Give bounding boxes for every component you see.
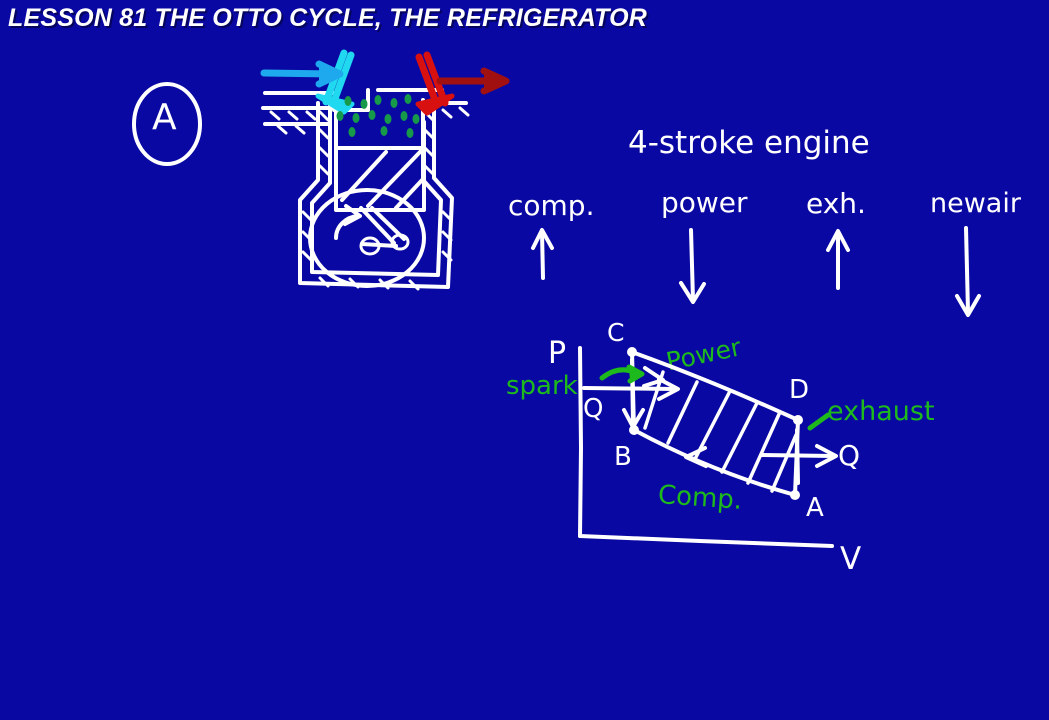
section-badge-a: A xyxy=(152,97,177,138)
line-heat-out-da xyxy=(793,418,800,497)
pv-axis-label-v: V xyxy=(840,541,862,577)
stroke-label-power: power xyxy=(661,186,748,219)
stroke-label-comp: comp. xyxy=(508,189,595,222)
fuel-mixture-droplets xyxy=(336,94,420,138)
pv-state-points xyxy=(627,347,803,500)
cylinder-head xyxy=(261,88,468,126)
exhaust-gas-arrow xyxy=(436,67,510,95)
connecting-rod-outer xyxy=(359,206,396,245)
pv-point-label-d: D xyxy=(789,375,810,405)
engine-block-outline xyxy=(298,98,454,289)
exhaust-valve-head xyxy=(415,93,455,116)
intake-valve xyxy=(322,49,355,108)
process-label-spark: spark xyxy=(506,371,578,401)
piston xyxy=(334,146,426,212)
intake-air-arrow xyxy=(260,60,344,88)
arrow-compression xyxy=(684,446,708,468)
stroke-heading: 4-stroke engine xyxy=(628,125,870,161)
state-point-c xyxy=(627,347,637,357)
pv-point-label-b: B xyxy=(614,442,632,472)
crank-pin xyxy=(390,233,410,251)
exhaust-pointer xyxy=(807,412,831,431)
stroke-label-exh: exh. xyxy=(806,187,866,220)
pv-direction-arrows xyxy=(642,366,708,468)
process-label-comp: Comp. xyxy=(657,480,744,516)
pv-point-label-a: A xyxy=(806,493,824,523)
process-label-power: Power xyxy=(663,332,744,377)
exhaust-valve xyxy=(415,51,449,109)
process-label-exhaust: exhaust xyxy=(827,396,935,427)
stroke-label-newair: newair xyxy=(930,188,1021,219)
pv-loop-hatching xyxy=(643,370,798,493)
arrow-comp-up xyxy=(531,228,554,280)
arrow-power-down xyxy=(679,228,706,304)
pv-axis-label-p: P xyxy=(548,336,567,371)
state-point-a xyxy=(790,490,800,500)
cylinder-head-hatching xyxy=(269,106,470,135)
crankshaft xyxy=(308,188,426,288)
heat-label-q-out: Q xyxy=(838,439,861,472)
spark-pointer xyxy=(599,364,645,384)
connecting-rod xyxy=(370,206,406,241)
combustion-chamber xyxy=(334,120,426,150)
arrow-exh-up xyxy=(826,229,850,290)
engine-block-hatching xyxy=(301,110,453,291)
state-point-b xyxy=(629,425,639,435)
pv-point-label-c: C xyxy=(607,318,625,347)
heat-out-arrow xyxy=(760,428,838,485)
intake-valve-head xyxy=(315,93,355,115)
heat-label-q-in: Q xyxy=(583,394,604,424)
arrow-expansion xyxy=(642,366,665,388)
line-heat-in-cb xyxy=(630,350,636,432)
pv-cycle-curves xyxy=(630,350,800,497)
stroke-arrows xyxy=(531,226,981,317)
arrow-newair-down xyxy=(955,226,981,317)
state-point-d xyxy=(793,415,803,425)
page-title: LESSON 81 THE OTTO CYCLE, THE REFRIGERAT… xyxy=(8,4,648,32)
